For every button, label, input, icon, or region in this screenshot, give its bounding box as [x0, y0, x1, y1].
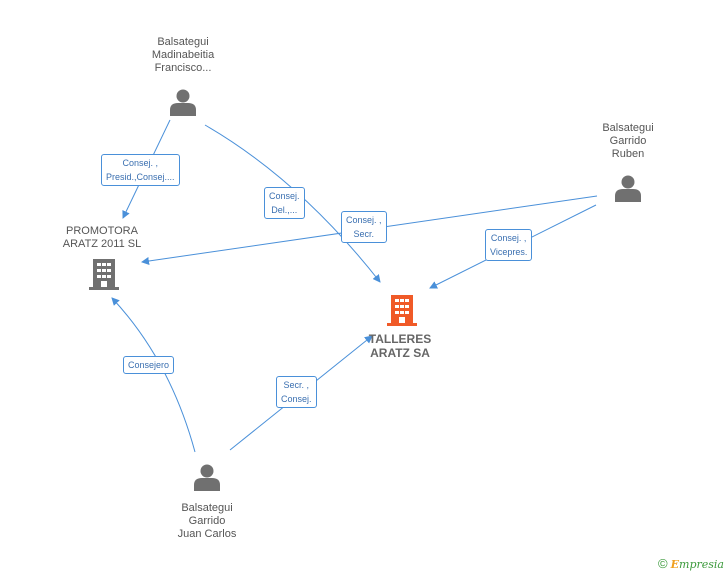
company-label-talleres[interactable]: TALLERES ARATZ SA [350, 332, 450, 360]
person-label-ruben[interactable]: Balsategui Garrido Ruben [578, 122, 678, 161]
label-line: Garrido [609, 135, 647, 147]
edge-label-line: Consej. [281, 394, 312, 404]
edge-label-francisco-promotora[interactable]: Consej. , Presid.,Consej.... [101, 154, 180, 186]
edge-label-line: Presid.,Consej.... [106, 172, 175, 182]
building-icon[interactable] [89, 259, 119, 290]
label-line: TALLERES [368, 332, 432, 346]
edge-label-line: Del.,... [271, 205, 298, 215]
edge-label-ruben-promotora[interactable]: Consej. , Secr. [341, 211, 387, 243]
edge-label-line: Consej. , [122, 158, 159, 168]
label-line: Francisco... [154, 62, 212, 74]
building-icon-main[interactable] [387, 295, 417, 326]
edge-label-juan-promotora[interactable]: Consejero [123, 356, 175, 374]
edge-label-line: Vicepres. [490, 247, 528, 257]
label-line: Madinabeitia [151, 49, 215, 61]
label-line: Balsategui [181, 502, 233, 514]
person-icon[interactable] [615, 175, 641, 203]
edge-label-line: Secr. , [283, 380, 310, 390]
edge-label-line: Consej. , [346, 215, 382, 225]
edge-label-line: Consej. , [490, 233, 527, 243]
edge-juan-promotora [111, 297, 196, 453]
person-icon[interactable] [194, 464, 220, 492]
brand-name: mpresia [679, 558, 724, 571]
label-line: ARATZ SA [370, 346, 430, 360]
label-line: Garrido [188, 515, 226, 527]
edge-label-ruben-talleres[interactable]: Consej. , Vicepres. [485, 229, 533, 261]
label-line: Balsategui [602, 122, 654, 134]
edge-label-line: Secr. [353, 229, 375, 239]
edge-label-francisco-talleres[interactable]: Consej. Del.,... [264, 187, 305, 219]
brand-initial: E [670, 558, 680, 571]
label-line: Juan Carlos [177, 528, 237, 540]
edge-label-line: Consejero [128, 360, 170, 370]
edge-label-line: Consej. [269, 191, 300, 201]
copyright-symbol: © [658, 556, 668, 571]
person-label-francisco[interactable]: Balsategui Madinabeitia Francisco... [133, 36, 233, 75]
label-line: ARATZ 2011 SL [62, 238, 142, 250]
label-line: Balsategui [157, 36, 209, 48]
label-line: Ruben [611, 148, 645, 160]
person-label-juan-carlos[interactable]: Balsategui Garrido Juan Carlos [157, 502, 257, 541]
company-label-promotora[interactable]: PROMOTORA ARATZ 2011 SL [52, 225, 152, 251]
brand-footer[interactable]: ©Empresia [658, 556, 724, 571]
person-icon[interactable] [170, 89, 196, 117]
label-line: PROMOTORA [66, 225, 138, 237]
edge-label-juan-talleres[interactable]: Secr. , Consej. [276, 376, 317, 408]
